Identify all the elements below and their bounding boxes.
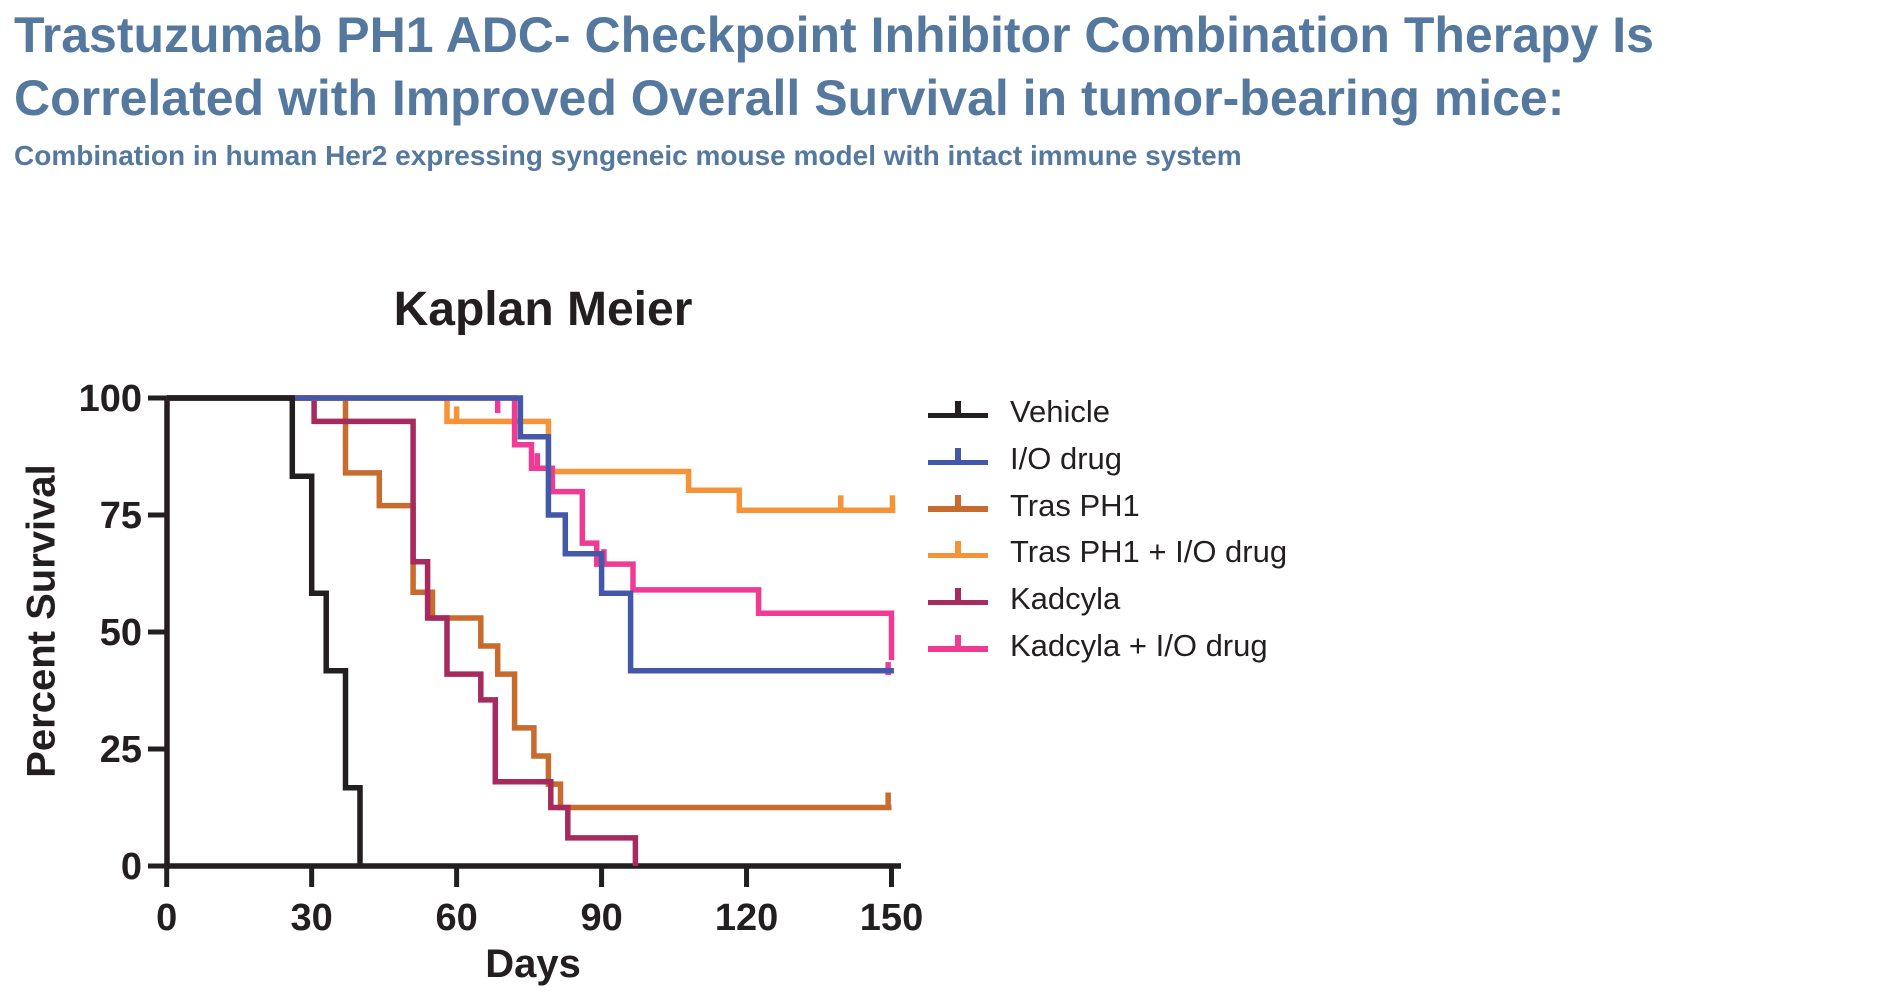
legend-label: Kadcyla + I/O drug: [1010, 627, 1268, 663]
chart-title: Kaplan Meier: [393, 283, 693, 336]
x-tick-label: 90: [580, 897, 622, 939]
legend-label: Kadcyla: [1010, 581, 1121, 617]
legend-item-kadcyla: Kadcyla: [928, 576, 1287, 623]
axes: 100 75 50 25 00 30 60 90 120 150: [79, 378, 924, 939]
legend-label: Tras PH1 + I/O drug: [1010, 534, 1288, 570]
legend-swatch-icon: [928, 541, 988, 562]
x-tick-label: 150: [860, 897, 923, 939]
y-tick-label: 50: [100, 612, 142, 654]
legend-swatch-icon: [928, 634, 988, 656]
x-tick-label: 120: [715, 897, 778, 939]
series-tras-ph1-i-o-drug: [166, 395, 896, 514]
series-i-o-drug: [166, 395, 894, 674]
legend-item-tras-ph1: Tras PH1: [928, 482, 1287, 529]
legend-swatch-icon: [928, 401, 988, 422]
y-tick-label: 100: [79, 378, 142, 420]
legend-swatch-icon: [928, 448, 988, 469]
legend-item-tras-ph1-i-o-drug: Tras PH1 + I/O drug: [928, 529, 1287, 576]
censor-tick: [838, 495, 844, 509]
censor-tick: [885, 792, 891, 806]
legend-label: Vehicle: [1010, 394, 1110, 430]
series-tras-ph1: [166, 395, 892, 811]
slide-title-line2: Correlated with Improved Overall Surviva…: [14, 70, 1565, 126]
slide-title-line1: Trastuzumab PH1 ADC- Checkpoint Inhibito…: [14, 7, 1654, 63]
censor-tick: [534, 453, 541, 467]
series-vehicle: [166, 395, 363, 866]
legend-label: I/O drug: [1010, 441, 1122, 477]
y-tick-label: 25: [100, 729, 142, 771]
slide-title: Trastuzumab PH1 ADC- Checkpoint Inhibito…: [14, 4, 1654, 130]
legend-label: Tras PH1: [1010, 487, 1140, 523]
series-kadcyla-i-o-drug: [166, 395, 895, 676]
x-tick-label: 0: [156, 897, 177, 939]
legend-item-vehicle: Vehicle: [928, 389, 1287, 436]
y-axis-title: Percent Survival: [19, 464, 64, 778]
slide-subtitle: Combination in human Her2 expressing syn…: [14, 140, 1242, 171]
legend-item-kadcyla-i-o-drug: Kadcyla + I/O drug: [928, 622, 1287, 669]
censor-tick: [494, 400, 501, 413]
x-axis-title: Days: [485, 942, 581, 986]
x-tick-label: 30: [291, 897, 333, 939]
censor-tick: [453, 406, 460, 420]
series-kadcyla: [166, 395, 639, 866]
y-tick-label: 75: [100, 495, 142, 537]
legend-swatch-icon: [928, 588, 988, 609]
y-tick-label: 0: [121, 846, 142, 888]
x-tick-label: 60: [435, 897, 477, 939]
legend-item-i-o-drug: I/O drug: [928, 436, 1287, 483]
censor-tick: [889, 495, 896, 509]
legend-swatch-icon: [928, 494, 988, 516]
